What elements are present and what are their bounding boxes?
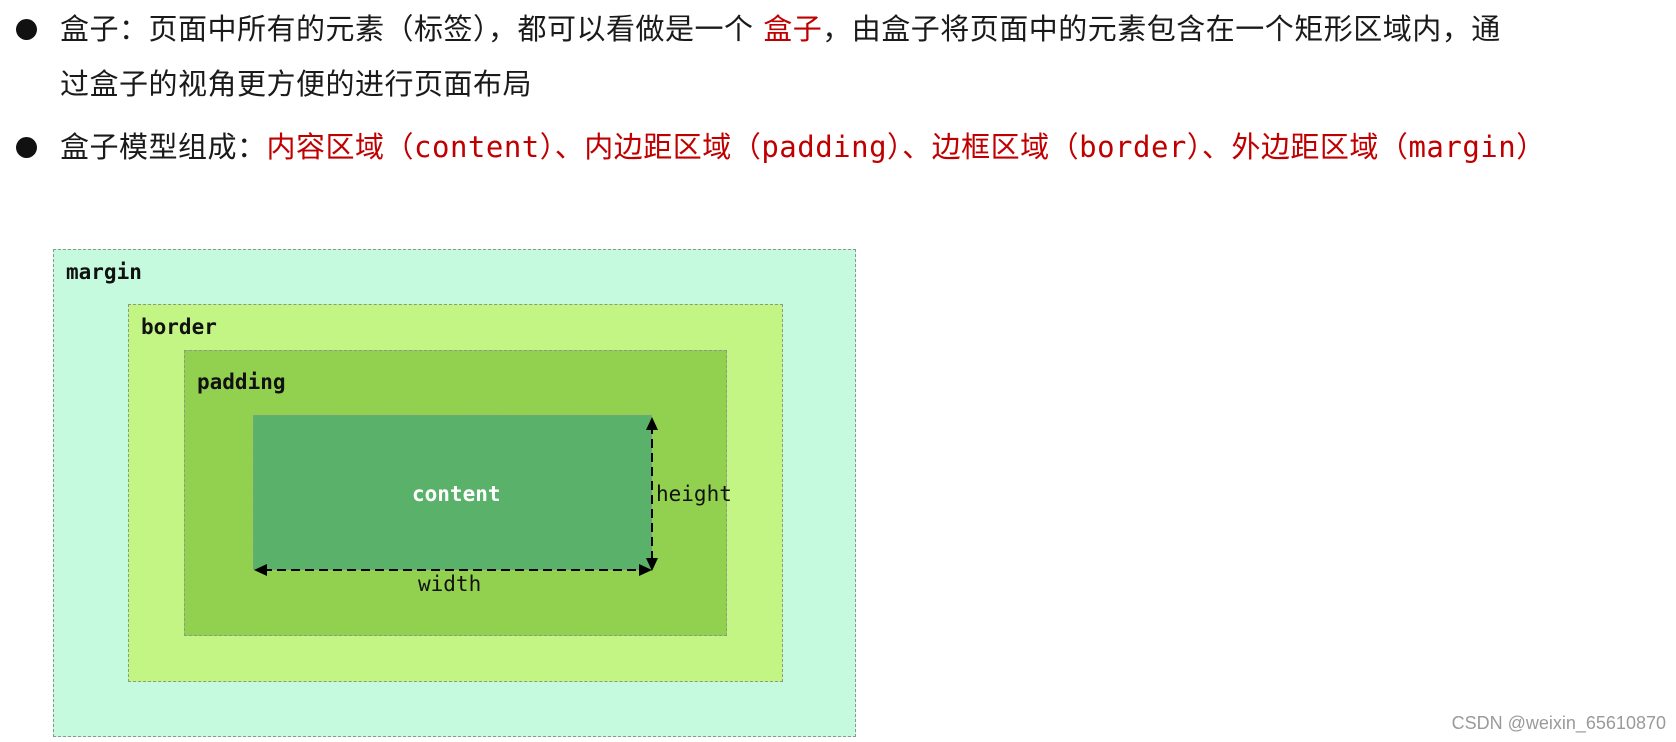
open-paren: （ <box>1049 130 1080 164</box>
bullet-1-tail-2: 过盒子的视角更方便的进行页面布局 <box>60 67 533 101</box>
content-label: content <box>412 482 501 506</box>
bullet-1-highlight: 盒子 <box>763 12 823 46</box>
bullet-2-line: 盒子模型组成：内容区域（content）、内边距区域（padding）、边框区域… <box>60 118 1546 176</box>
bullet-2-parts: 内容区域（content）、内边距区域（padding）、边框区域（border… <box>267 130 1546 164</box>
part-margin-cn: 外边距区域 <box>1231 130 1379 164</box>
open-paren: （ <box>1378 130 1409 164</box>
border-label: border <box>141 315 217 339</box>
close-paren: ） <box>1516 130 1546 164</box>
padding-label: padding <box>197 370 286 394</box>
bullet-1-line-2: 过盒子的视角更方便的进行页面布局 <box>60 55 532 113</box>
width-label: width <box>418 572 482 596</box>
watermark: CSDN @weixin_65610870 <box>1451 713 1666 733</box>
separator: 、 <box>1201 130 1232 164</box>
part-content-en: content <box>414 130 540 164</box>
close-paren: ） <box>1186 130 1202 164</box>
close-paren: ） <box>539 130 555 164</box>
bullet-1-lead: 盒子：页面中所有的元素（标签），都可以看做是一个 <box>60 12 764 46</box>
bullet-2-lead: 盒子模型组成： <box>60 130 267 164</box>
bullet-1-tail: ，由盒子将页面中的元素包含在一个矩形区域内，通 <box>822 12 1501 46</box>
part-border-cn: 边框区域 <box>931 130 1050 164</box>
close-paren: ） <box>887 130 903 164</box>
part-content-cn: 内容区域 <box>266 130 385 164</box>
margin-label: margin <box>66 260 142 284</box>
bullet-dot-2 <box>16 137 37 158</box>
content-box <box>253 415 652 570</box>
separator: 、 <box>902 130 932 164</box>
part-padding-cn: 内边距区域 <box>584 130 732 164</box>
bullet-1-line-1: 盒子：页面中所有的元素（标签），都可以看做是一个 盒子，由盒子将页面中的元素包含… <box>60 0 1501 58</box>
separator: 、 <box>554 130 585 164</box>
height-label: height <box>656 482 732 506</box>
part-border-en: border <box>1079 130 1187 164</box>
open-paren: （ <box>384 130 415 164</box>
open-paren: （ <box>731 130 762 164</box>
bullet-dot-1 <box>16 19 37 40</box>
part-padding-en: padding <box>761 130 888 164</box>
part-margin-en: margin <box>1408 130 1517 164</box>
